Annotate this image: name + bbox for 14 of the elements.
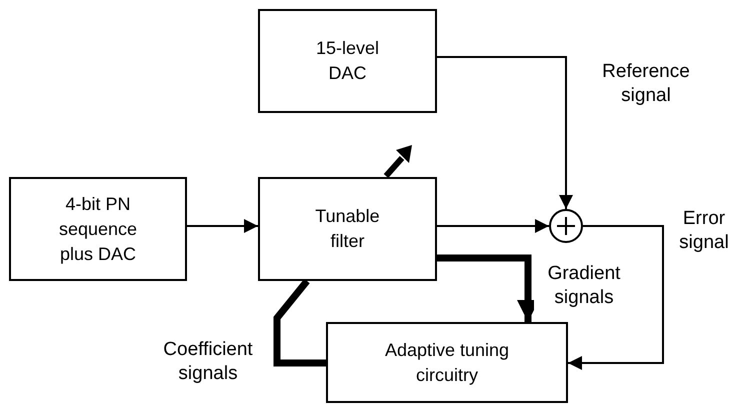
block-label: 15-level DAC — [314, 37, 380, 85]
summing-junction — [549, 209, 583, 243]
arrow — [187, 219, 258, 233]
arrow — [568, 225, 664, 370]
arrow — [437, 219, 549, 233]
block-label: Adaptive tuning circuitry — [384, 338, 510, 387]
block-box — [9, 177, 187, 281]
block-box — [258, 9, 437, 113]
connector-line — [274, 278, 326, 366]
block-label: Tunable filter — [314, 205, 381, 253]
block-label: 4-bit PN sequence plus DAC — [58, 192, 138, 266]
arrow — [437, 56, 573, 209]
block-box — [258, 177, 437, 281]
block-box — [326, 322, 568, 403]
